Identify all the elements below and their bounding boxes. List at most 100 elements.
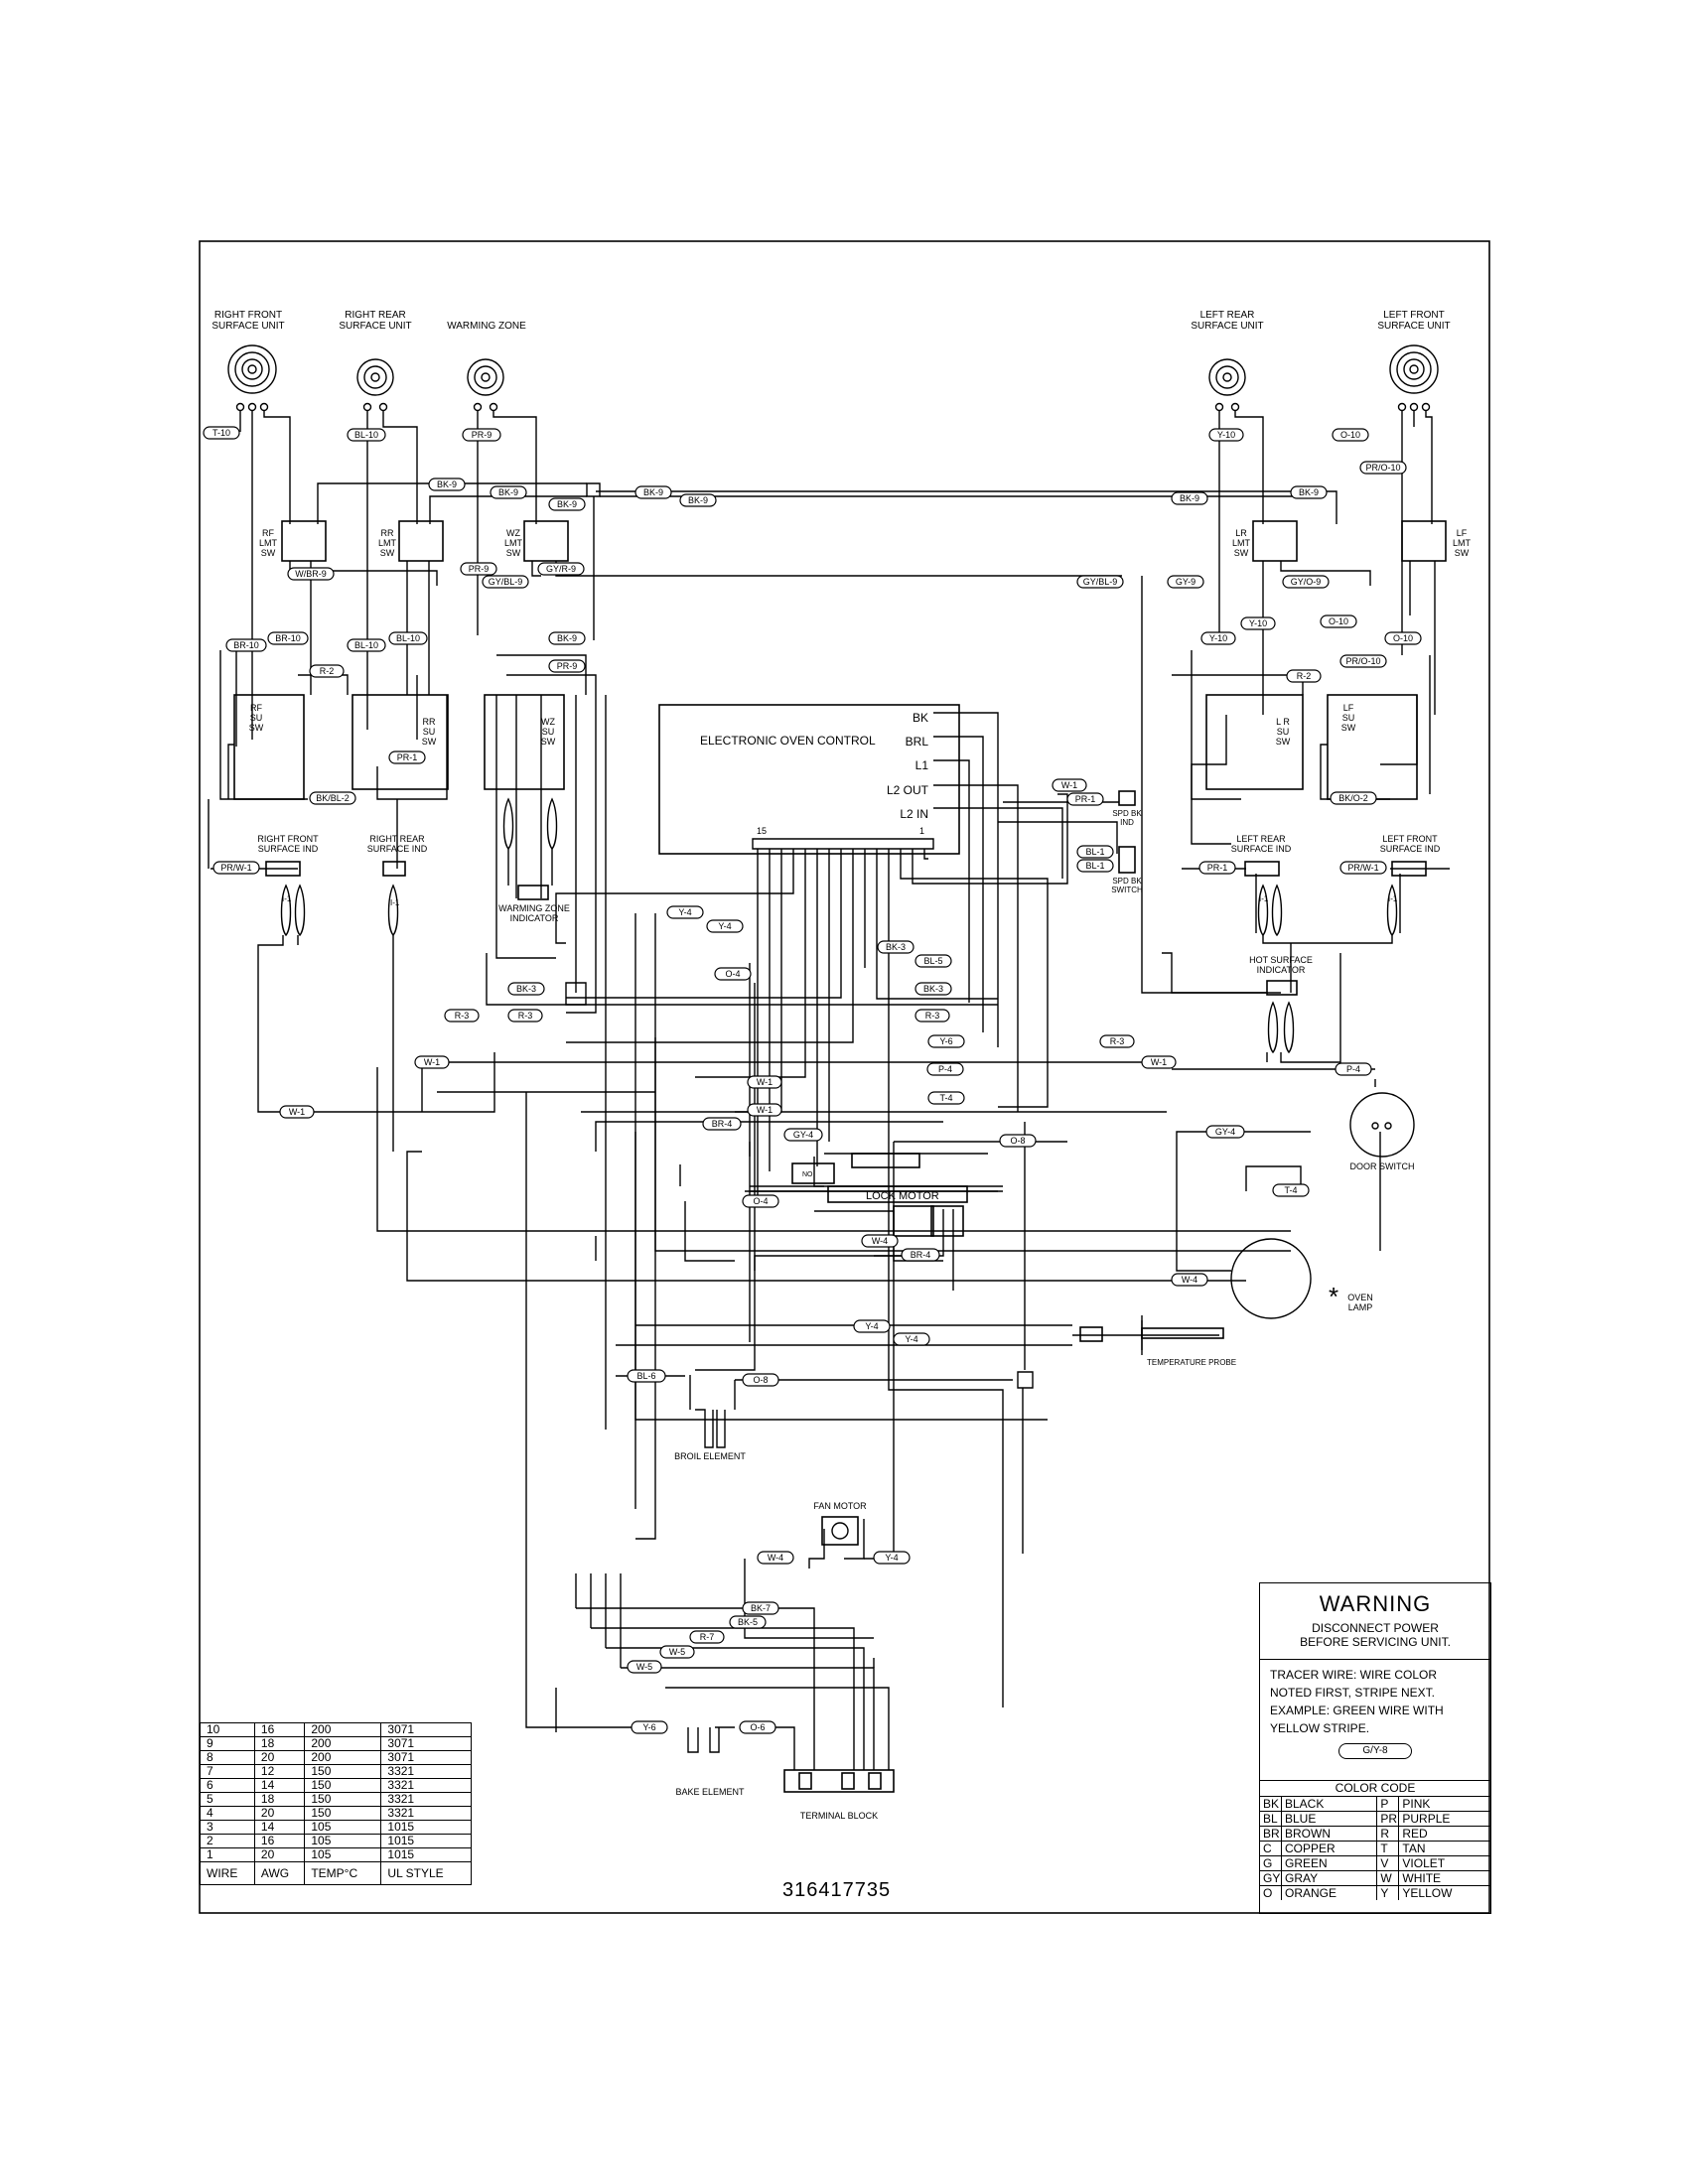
wire-tag: Y-10 xyxy=(1200,631,1236,645)
wire-tag: W-1 xyxy=(747,1075,782,1089)
wire-tag: Y-10 xyxy=(1240,616,1276,630)
svg-text:PR-1: PR-1 xyxy=(1207,863,1228,873)
svg-text:PR-1: PR-1 xyxy=(397,752,418,762)
svg-text:BK-9: BK-9 xyxy=(498,487,518,497)
wire-tag: BK-9 xyxy=(548,631,586,645)
wire-tag: P-4 xyxy=(926,1062,964,1076)
wire-spec-header: TEMP°C xyxy=(304,1861,381,1885)
wire-tag: Y-4 xyxy=(666,905,704,919)
color-code-cell: TAN xyxy=(1398,1841,1490,1856)
wire-tag: R-3 xyxy=(914,1009,950,1023)
wire-tag: PR/O-10 xyxy=(1359,461,1407,475)
svg-text:R-2: R-2 xyxy=(1297,671,1312,681)
color-code-cell: PURPLE xyxy=(1398,1811,1490,1827)
wire-tag: O-6 xyxy=(739,1720,776,1734)
svg-text:I-1: I-1 xyxy=(1388,894,1398,903)
fan-motor-label: FAN MOTOR xyxy=(813,1501,867,1511)
svg-text:PR/O-10: PR/O-10 xyxy=(1365,463,1400,473)
temperature-probe-icon xyxy=(1079,1315,1224,1355)
svg-text:BR-4: BR-4 xyxy=(712,1119,733,1129)
color-code-cell: BR xyxy=(1260,1826,1282,1842)
wire-tag: O-4 xyxy=(742,1194,779,1208)
svg-text:BK-9: BK-9 xyxy=(437,479,457,489)
door-switch-icon xyxy=(1349,1092,1415,1158)
svg-text:O-8: O-8 xyxy=(753,1375,768,1385)
svg-text:O-10: O-10 xyxy=(1340,430,1360,440)
color-code-cell: BLACK xyxy=(1280,1796,1377,1812)
svg-text:R-3: R-3 xyxy=(518,1011,533,1021)
wire-tag: BK-3 xyxy=(507,982,545,996)
electronic-oven-control-box xyxy=(658,704,960,855)
svg-text:O-4: O-4 xyxy=(753,1196,768,1206)
wire-spec-cell: 16 xyxy=(253,1834,305,1848)
svg-text:BL-10: BL-10 xyxy=(396,633,420,643)
wire-tag: BL-6 xyxy=(627,1369,666,1383)
rf-surface-unit-icon xyxy=(227,344,277,412)
svg-text:Y-4: Y-4 xyxy=(885,1553,898,1563)
svg-text:O-8: O-8 xyxy=(1010,1136,1025,1146)
no-label: NO xyxy=(802,1171,813,1178)
svg-text:R-2: R-2 xyxy=(320,666,335,676)
svg-text:PR-9: PR-9 xyxy=(557,661,578,671)
svg-text:W-1: W-1 xyxy=(424,1057,440,1067)
wire-spec-cell: 4 xyxy=(200,1806,255,1821)
svg-text:BK-3: BK-3 xyxy=(516,984,536,994)
wire-tag: T-4 xyxy=(1272,1183,1310,1197)
wire-spec-cell: 150 xyxy=(304,1764,381,1779)
color-code-cell: COPPER xyxy=(1280,1841,1377,1856)
fan-motor-icon xyxy=(821,1516,859,1546)
wire-spec-cell: 200 xyxy=(304,1722,381,1737)
warning-title: WARNING xyxy=(1319,1591,1432,1616)
wire-spec-cell: 3321 xyxy=(380,1806,472,1821)
lock-motor-label: LOCK MOTOR xyxy=(866,1190,939,1202)
wiring-network xyxy=(208,411,1450,1793)
eoc-term-l1: L1 xyxy=(915,758,929,772)
wire-tag: Y-6 xyxy=(631,1720,668,1734)
wire-spec-cell: 9 xyxy=(200,1736,255,1751)
color-code-cell: V xyxy=(1376,1855,1399,1871)
color-code-cell: R xyxy=(1376,1826,1399,1842)
warning-line-2: BEFORE SERVICING UNIT. xyxy=(1300,1635,1451,1649)
color-code-cell: YELLOW xyxy=(1398,1885,1490,1900)
wire-tag: BL-10 xyxy=(388,631,428,645)
warming-zone-icon xyxy=(467,358,504,412)
eoc-label: ELECTRONIC OVEN CONTROL xyxy=(700,734,876,748)
wire-spec-cell: 14 xyxy=(253,1820,305,1835)
eoc-term-l2-in: L2 IN xyxy=(900,807,928,821)
example-wire-tag: G/Y-8 xyxy=(1338,1743,1412,1759)
svg-text:W-1: W-1 xyxy=(1151,1057,1167,1067)
svg-text:BL-1: BL-1 xyxy=(1085,861,1104,871)
wire-spec-cell: 18 xyxy=(253,1792,305,1807)
wire-tag: BL-1 xyxy=(1076,845,1114,859)
svg-text:O-10: O-10 xyxy=(1393,633,1413,643)
wire-spec-cell: 3 xyxy=(200,1820,255,1835)
wire-tag-vertical: I-1 xyxy=(1259,894,1269,903)
svg-text:W-1: W-1 xyxy=(757,1105,773,1115)
warning-line-1: DISCONNECT POWER xyxy=(1312,1621,1439,1635)
wire-tag: R-2 xyxy=(1286,669,1322,683)
wire-tag: O-10 xyxy=(1332,428,1369,442)
color-code-cell: BK xyxy=(1260,1796,1282,1812)
wire-tag: GY/R-9 xyxy=(537,562,585,576)
color-code-cell: ORANGE xyxy=(1280,1885,1377,1900)
svg-text:I-1: I-1 xyxy=(282,894,292,903)
svg-text:Y-4: Y-4 xyxy=(865,1321,878,1331)
wire-tag: GY/O-9 xyxy=(1282,575,1330,589)
oven-lamp-icon xyxy=(1230,1238,1312,1319)
svg-text:PR/W-1: PR/W-1 xyxy=(220,863,251,873)
